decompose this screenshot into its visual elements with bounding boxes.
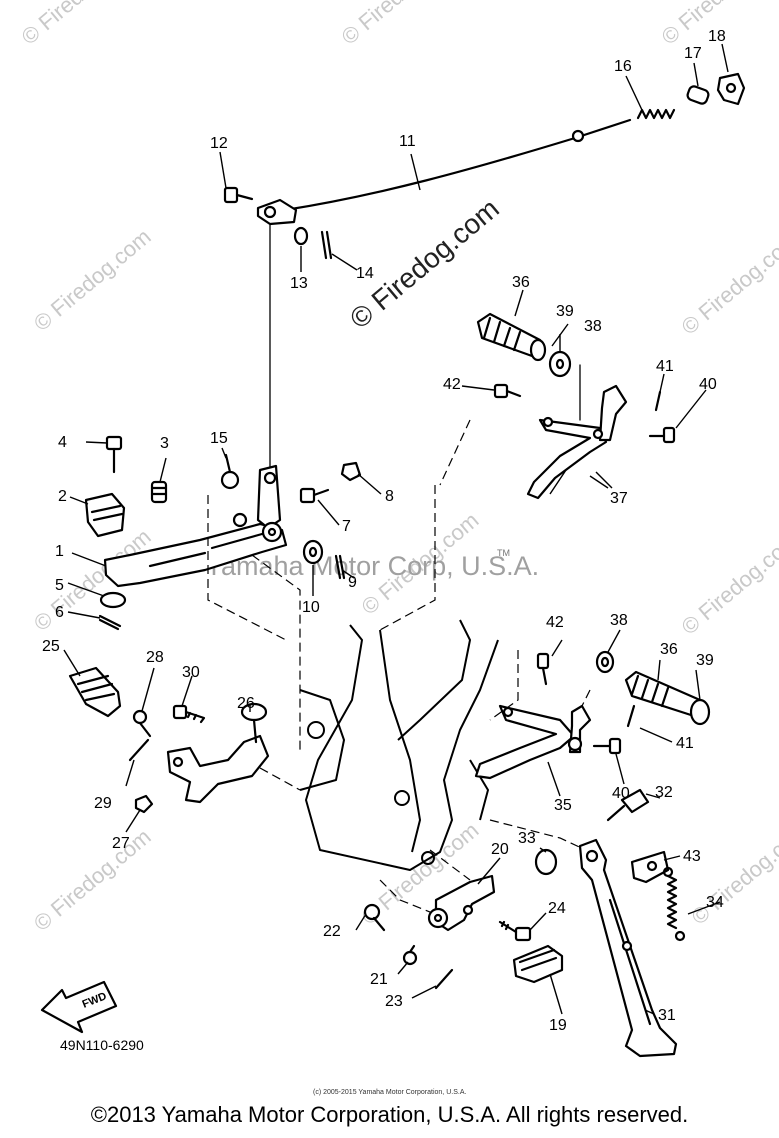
callout-6: 6 (55, 604, 64, 621)
callout-18: 18 (708, 28, 726, 45)
callout-31: 31 (658, 1007, 676, 1024)
leader-lines (63, 43, 729, 1015)
watermark: © Firedog.com (677, 227, 779, 339)
callout-28: 28 (146, 649, 164, 666)
frame-outline (299, 619, 499, 871)
step-bracket-assembly (363, 874, 564, 990)
callout-38-lower: 38 (610, 612, 628, 629)
callout-25: 25 (42, 638, 60, 655)
rear-footrest-upper (476, 312, 676, 500)
callout-40-lower: 40 (612, 785, 630, 802)
callout-39: 39 (556, 303, 574, 320)
callout-20: 20 (491, 841, 509, 858)
callout-30: 30 (182, 664, 200, 681)
callout-15: 15 (210, 430, 228, 447)
footer-copyright: ©2013 Yamaha Motor Corporation, U.S.A. A… (90, 1102, 689, 1127)
corp-watermark: Yamaha Motor Corp, U.S.A. (205, 551, 539, 581)
callout-38: 38 (584, 318, 602, 335)
callout-24: 24 (548, 900, 566, 917)
callout-36-lower: 36 (660, 641, 678, 658)
callout-16: 16 (614, 58, 632, 75)
callout-numbers: 1 2 3 4 5 6 7 8 9 10 11 12 13 14 15 16 1… (42, 28, 726, 1034)
callout-34: 34 (706, 894, 724, 911)
callout-10: 10 (302, 599, 320, 616)
rear-footrest-lower (474, 650, 711, 780)
callout-4: 4 (58, 434, 67, 451)
brake-pedal-assembly (84, 435, 362, 631)
callout-26: 26 (237, 695, 255, 712)
tm-mark: TM (497, 548, 510, 558)
diagram-code: 49N110-6290 (60, 1037, 144, 1053)
callout-33: 33 (518, 830, 536, 847)
front-footrest-assembly (68, 666, 270, 814)
callout-22: 22 (323, 923, 341, 940)
callout-17: 17 (684, 45, 702, 62)
callout-11: 11 (399, 133, 416, 150)
watermark: © Firedog.com (17, 0, 144, 50)
rod-assembly (223, 72, 746, 471)
callout-5: 5 (55, 577, 64, 594)
callout-37: 37 (610, 490, 628, 507)
assembly-lines (207, 419, 591, 917)
callout-21: 21 (370, 971, 388, 988)
callout-1: 1 (55, 543, 64, 560)
callout-29: 29 (94, 795, 112, 812)
fwd-arrow: FWD (40, 980, 118, 1034)
callout-12: 12 (210, 135, 228, 152)
callout-32: 32 (655, 784, 673, 801)
callout-43: 43 (683, 848, 701, 865)
callout-41-lower: 41 (676, 735, 694, 752)
callout-42: 42 (443, 376, 461, 393)
callout-7: 7 (342, 518, 351, 535)
watermark: © Firedog.com (677, 527, 779, 639)
callout-42-lower: 42 (546, 614, 564, 631)
small-copyright: (c) 2005-2015 Yamaha Motor Corporation, … (313, 1089, 466, 1096)
callout-2: 2 (58, 488, 67, 505)
watermark: © Firedog.com (29, 224, 156, 336)
callout-8: 8 (385, 488, 394, 505)
side-stand-assembly (534, 788, 686, 1058)
callout-41: 41 (656, 358, 674, 375)
callout-19: 19 (549, 1017, 567, 1034)
callout-40: 40 (699, 376, 717, 393)
watermark: © Firedog.com (29, 824, 156, 936)
callout-39-lower: 39 (696, 652, 714, 669)
callout-27: 27 (112, 835, 130, 852)
watermark: © Firedog.com (687, 817, 779, 929)
callout-35: 35 (554, 797, 572, 814)
watermark-main: © Firedog.com (344, 193, 505, 335)
callout-3: 3 (160, 435, 169, 452)
callout-23: 23 (385, 993, 403, 1010)
callout-13: 13 (290, 275, 308, 292)
callout-9: 9 (348, 574, 357, 591)
callout-14: 14 (356, 265, 374, 282)
callout-36: 36 (512, 274, 530, 291)
watermark: © Firedog.com (337, 0, 464, 50)
